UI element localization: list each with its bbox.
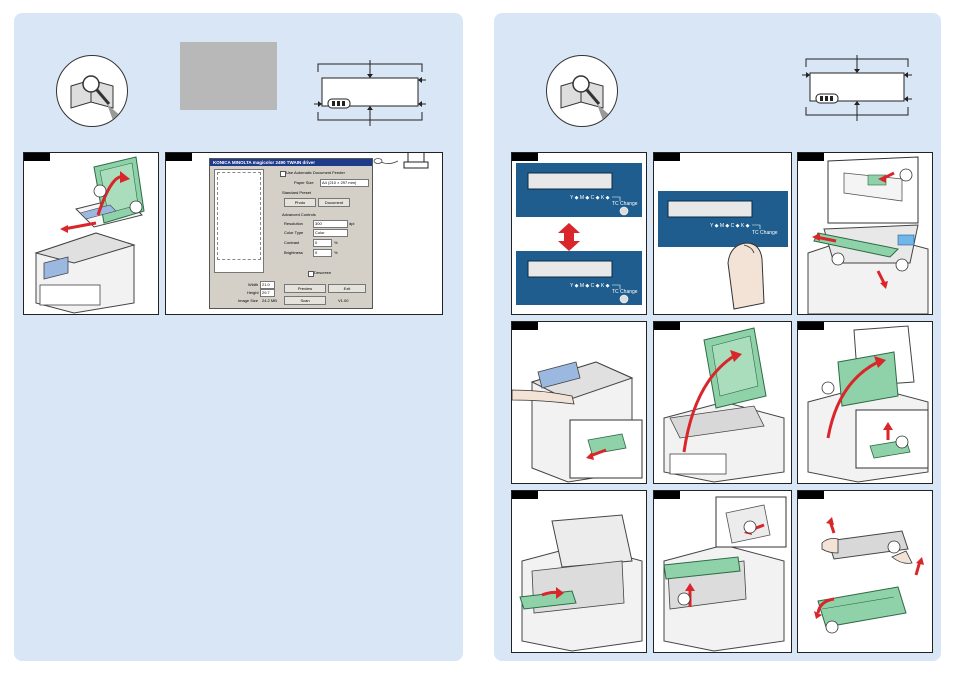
version-label: V1.00 (338, 298, 349, 303)
placeholder-box (180, 42, 277, 110)
svg-text:Y ◆ M ◆ C ◆ K ◆: Y ◆ M ◆ C ◆ K ◆ (570, 195, 610, 201)
image-size-label: Image Size (238, 298, 259, 303)
auto-feeder-label: Use Automatic Document Feeder (286, 170, 345, 175)
tc-change-label: TC Change (612, 201, 638, 207)
tc-change-label: TC Change (612, 289, 638, 295)
height-label: Height (247, 290, 259, 295)
step-number-badge (512, 322, 538, 330)
preview-button[interactable]: Preview (284, 284, 326, 293)
contrast-label: Contrast (284, 240, 300, 245)
manual-reference-icon (56, 55, 128, 127)
dialog-title: KONICA MINOLTA magicolor 2490 TWAIN driv… (210, 159, 372, 166)
advanced-controls-label: Advanced Controls (282, 212, 316, 217)
standard-preset-label: Standard Preset (282, 190, 311, 195)
width-value: 21.0 (260, 281, 275, 289)
brightness-input[interactable]: 0 (313, 249, 332, 257)
scan-button[interactable]: Scan (284, 296, 326, 305)
step-number-badge (654, 491, 680, 499)
svg-text:Y ◆ M ◆ C ◆ K ◆: Y ◆ M ◆ C ◆ K ◆ (710, 223, 750, 229)
step-number-badge (512, 491, 538, 499)
step-release-lever (797, 152, 933, 315)
svg-text:Y ◆ M ◆ C ◆ K ◆: Y ◆ M ◆ C ◆ K ◆ (570, 283, 610, 289)
step-shake-cartridge (797, 490, 933, 653)
preview-frame (217, 172, 261, 260)
step-number-badge (798, 153, 824, 161)
brightness-label: Brightness (284, 250, 303, 255)
contrast-input[interactable]: 0 (313, 239, 332, 247)
tc-change-label: TC Change (752, 230, 778, 236)
document-button[interactable]: Document (318, 198, 350, 207)
step-number-badge (166, 153, 192, 161)
resolution-label: Resolution (284, 221, 303, 226)
step-number-badge (798, 491, 824, 499)
step-number-badge (798, 322, 824, 330)
twain-dialog: KONICA MINOLTA magicolor 2490 TWAIN driv… (209, 158, 373, 309)
paper-size-label: Paper Size (294, 180, 314, 185)
step-remove-cartridge (653, 490, 792, 653)
step-remove-transfer-unit (797, 321, 933, 484)
manual-reference-icon (546, 55, 618, 127)
step-press-tc-change: Y ◆ M ◆ C ◆ K ◆ TC Change (653, 152, 792, 315)
step-number-badge (654, 153, 680, 161)
step-twain-driver: KONICA MINOLTA magicolor 2490 TWAIN driv… (165, 152, 443, 315)
exit-button[interactable]: Exit (328, 284, 366, 293)
step-number-badge (654, 322, 680, 330)
brightness-percent: % (334, 250, 338, 255)
contrast-percent: % (334, 240, 338, 245)
step-inner-drawer (511, 490, 647, 653)
descreen-label: Descreen (314, 270, 332, 275)
step-number-badge (24, 153, 50, 161)
resolution-select[interactable]: 300 (313, 220, 348, 228)
descreen-checkbox[interactable] (308, 271, 314, 277)
step-open-front-cover (511, 321, 647, 484)
paper-size-select[interactable]: A4 (210 × 297 mm) (320, 179, 369, 187)
auto-feeder-checkbox[interactable] (280, 171, 286, 177)
image-size-value: 24.2 MB (262, 298, 277, 303)
photo-button[interactable]: Photo (284, 198, 316, 207)
step-scanner-lid (23, 152, 159, 315)
resolution-unit: dpi (349, 221, 355, 226)
lcd-indicator-diagram (802, 55, 912, 121)
preview-area (214, 169, 264, 273)
color-type-label: Color Type (284, 230, 304, 235)
step-control-panel-toggle: Y ◆ M ◆ C ◆ K ◆ Y ◆ M ◆ C ◆ K ◆ TC Chang… (511, 152, 647, 315)
height-value: 29.7 (260, 289, 275, 297)
dialog-body: Use Automatic Document Feeder Paper Size… (210, 166, 372, 308)
step-lift-top-unit (653, 321, 792, 484)
computer-icon (373, 153, 429, 169)
step-number-badge (512, 153, 538, 161)
color-type-select[interactable]: Color (313, 229, 348, 237)
width-label: Width (248, 282, 259, 287)
lcd-indicator-diagram (314, 60, 426, 126)
